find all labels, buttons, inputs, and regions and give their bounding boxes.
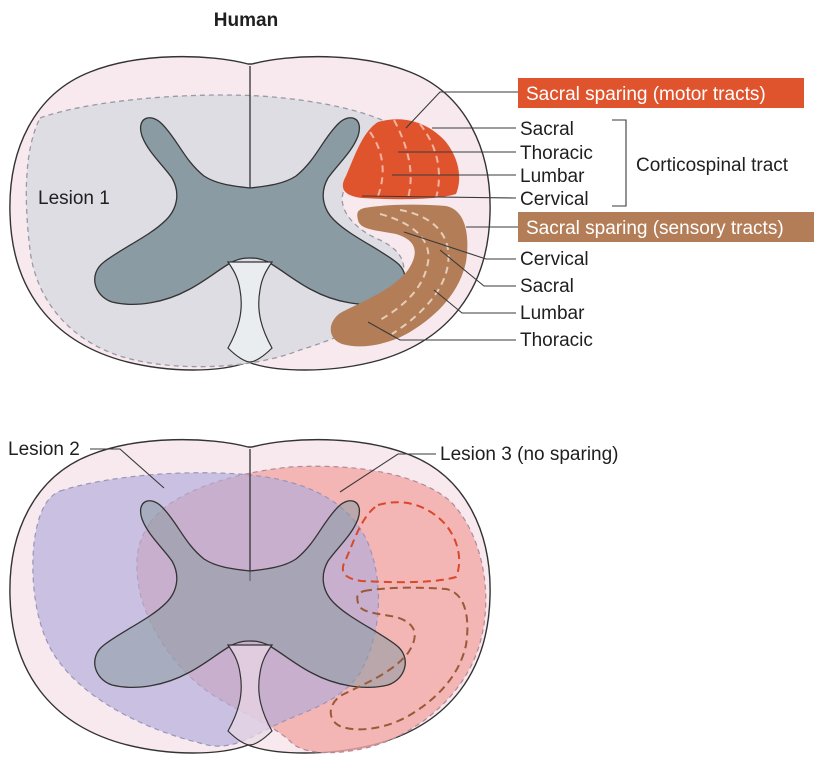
motor-box-leader	[405, 91, 518, 129]
leader-sensory-cervical	[403, 231, 516, 260]
motor-sparing-box	[518, 78, 804, 108]
leader-sensory-lumbar	[433, 289, 516, 314]
motor-layer-lumbar: Lumbar	[520, 166, 585, 187]
sensory-layer-sacral: Sacral	[520, 276, 574, 297]
central-canal-bottom	[226, 644, 274, 746]
sensory-layer-divider-1	[379, 213, 430, 321]
sensory-layer-lumbar: Lumbar	[520, 303, 585, 324]
sensory-sparing-box	[518, 212, 814, 242]
leader-sensory-thoracic	[367, 321, 516, 341]
lesion-2-label: Lesion 2	[8, 439, 80, 460]
motor-layer-thoracic: Thoracic	[520, 143, 593, 164]
motor-layer-divider-3	[419, 123, 440, 199]
bottom-cord-section	[9, 438, 491, 754]
sensory-tract-outline	[329, 586, 469, 731]
sensory-layer-divider-2	[391, 209, 450, 335]
lesion-1-label: Lesion 1	[38, 188, 110, 209]
lesion-2-leader	[90, 448, 165, 489]
motor-layer-sacral: Sacral	[520, 119, 574, 140]
motor-tract-outline	[341, 501, 461, 584]
lesion-3-label: Lesion 3 (no sparing)	[440, 444, 619, 465]
leader-motor-cervical	[361, 195, 517, 199]
corticospinal-label: Corticospinal tract	[636, 155, 789, 176]
corticospinal-bracket	[612, 119, 627, 207]
sensory-layer-cervical: Cervical	[520, 249, 589, 270]
motor-layer-divider-1	[393, 119, 412, 199]
central-canal	[226, 261, 274, 363]
lesion-3-leader	[339, 453, 436, 493]
motor-layer-divider-2	[369, 131, 384, 197]
diagram-title: Human	[214, 10, 278, 31]
sensory-sparing-label: Sacral sparing (sensory tracts)	[526, 218, 784, 239]
sensory-tract	[330, 204, 468, 347]
leader-sensory-sacral	[439, 249, 516, 287]
motor-sparing-label: Sacral sparing (motor tracts)	[526, 84, 766, 105]
motor-layer-cervical: Cervical	[520, 189, 589, 210]
top-cord-section	[9, 55, 491, 371]
sensory-layer-thoracic: Thoracic	[520, 330, 593, 351]
